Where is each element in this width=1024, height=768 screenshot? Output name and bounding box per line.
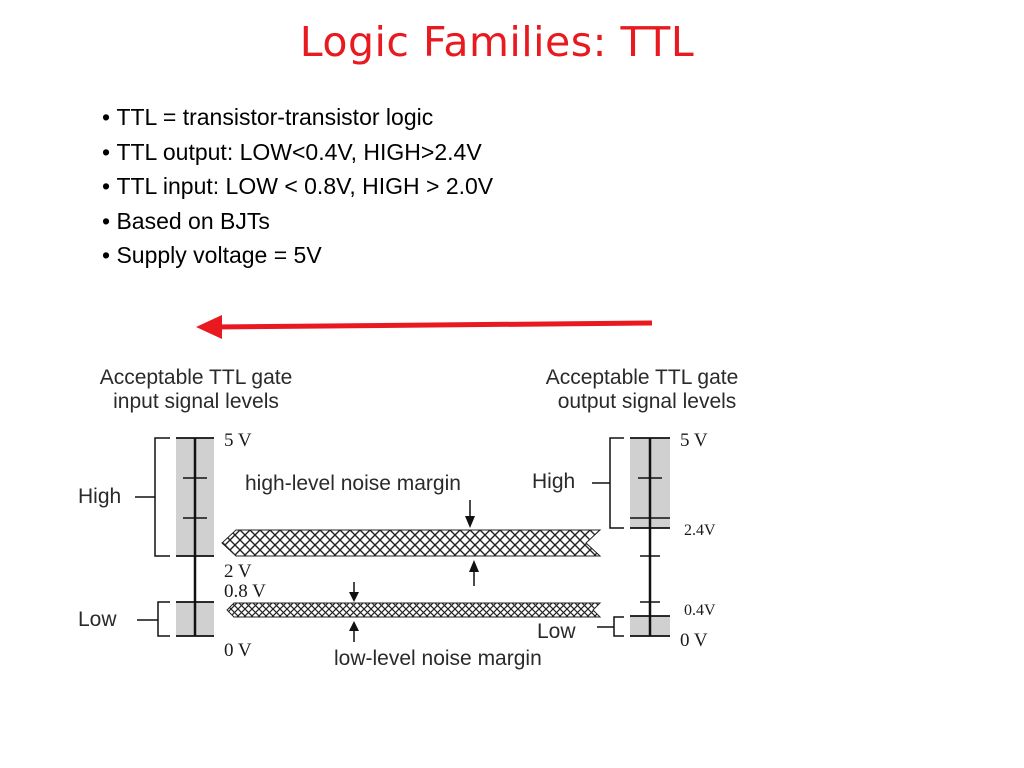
input-5v-label: 5 V [224, 430, 252, 451]
bullet-item: TTL input: LOW < 0.8V, HIGH > 2.0V [102, 169, 493, 204]
output-high-label: High [532, 470, 575, 493]
high-noise-margin-label: high-level noise margin [245, 472, 461, 495]
input-high-label: High [78, 485, 121, 508]
low-noise-margin-band [226, 602, 602, 618]
output-scale [592, 437, 670, 637]
high-noise-margin-band [221, 529, 602, 557]
low-margin-arrows [349, 582, 359, 642]
bullet-item: TTL = transistor-transistor logic [102, 100, 493, 135]
output-04v-label: 0.4V [684, 602, 716, 619]
output-heading-line2: output signal levels [558, 390, 737, 413]
input-heading-line1: Acceptable TTL gate [100, 366, 293, 389]
input-heading-line2: input signal levels [113, 390, 279, 413]
high-margin-arrows [465, 500, 479, 586]
input-scale [135, 437, 214, 637]
output-heading-line1: Acceptable TTL gate [546, 366, 739, 389]
bullet-item: Supply voltage = 5V [102, 238, 493, 273]
input-0v-label: 0 V [224, 640, 252, 661]
output-0v-label: 0 V [680, 630, 708, 651]
input-08v-label: 0.8 V [224, 581, 266, 602]
slide-title: Logic Families: TTL [299, 18, 695, 66]
output-24v-label: 2.4V [684, 522, 716, 539]
output-5v-label: 5 V [680, 430, 708, 451]
bullet-list: TTL = transistor-transistor logic TTL ou… [102, 100, 493, 273]
input-2v-label: 2 V [224, 561, 252, 582]
direction-arrow [196, 315, 653, 339]
bullet-item: TTL output: LOW<0.4V, HIGH>2.4V [102, 135, 493, 170]
low-noise-margin-label: low-level noise margin [334, 647, 542, 670]
input-low-label: Low [78, 608, 117, 631]
output-low-label: Low [537, 620, 576, 643]
bullet-item: Based on BJTs [102, 204, 493, 239]
